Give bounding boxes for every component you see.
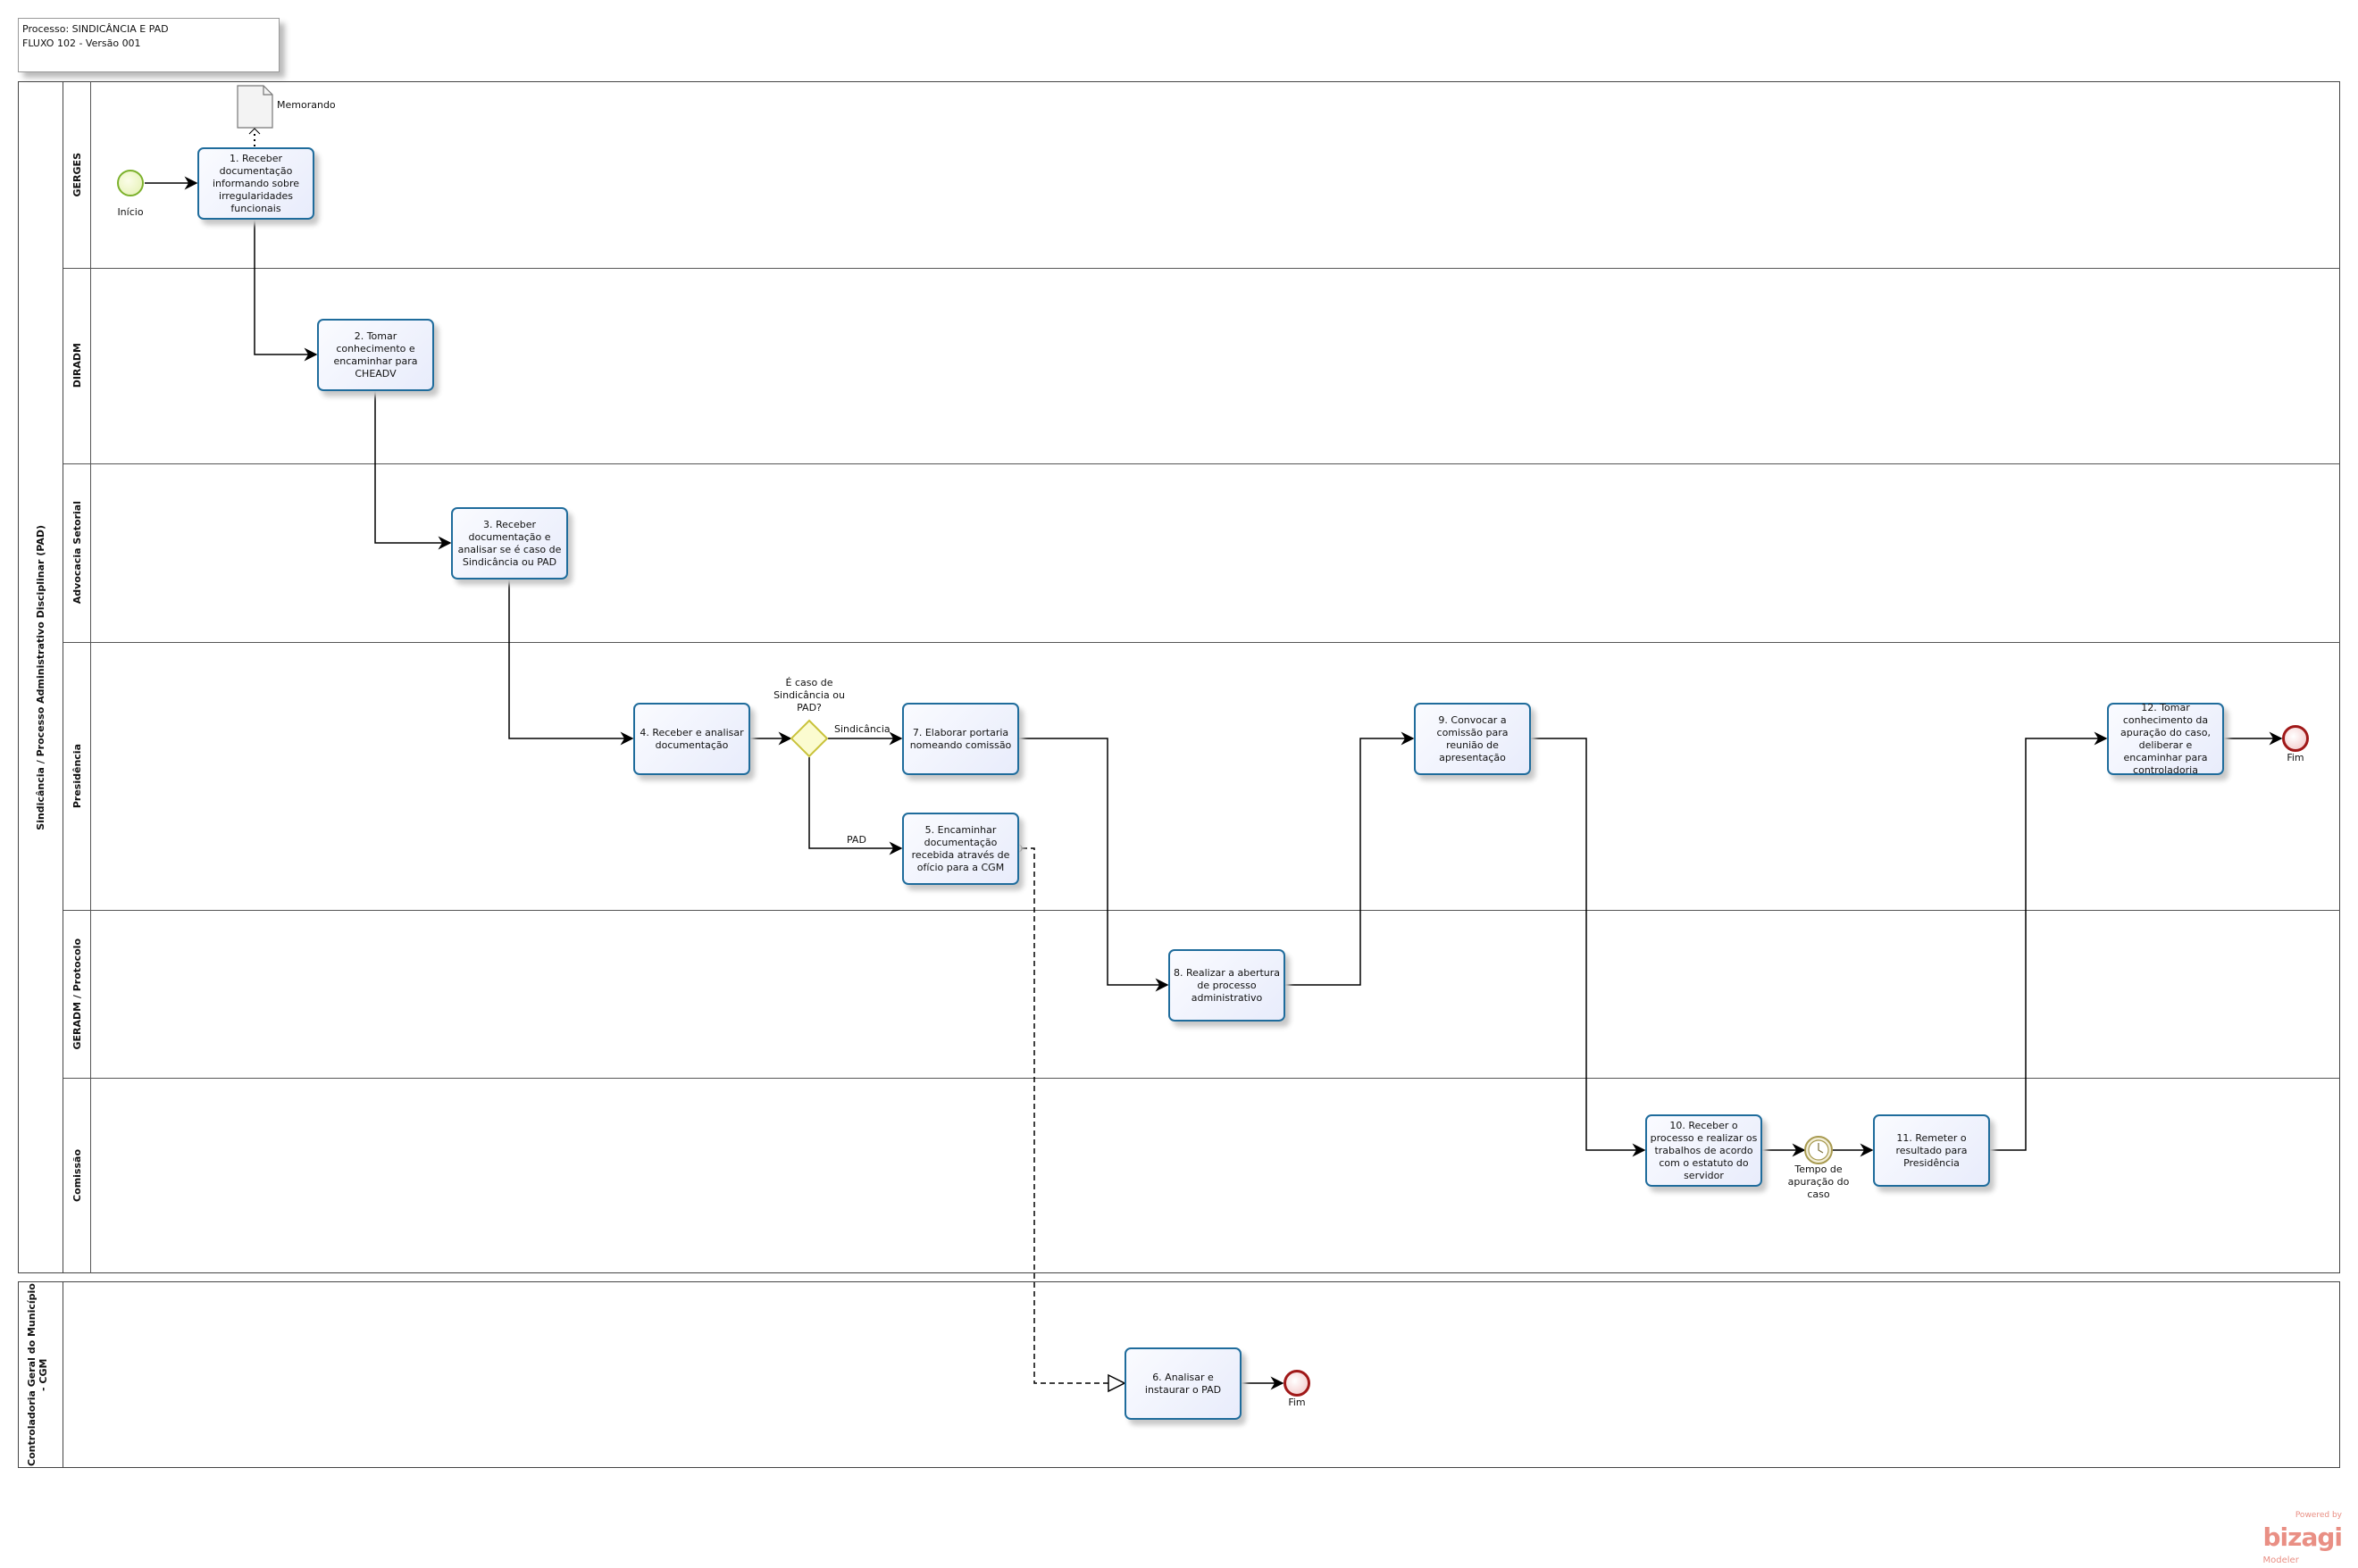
lane-divider: [63, 910, 2340, 911]
message-flow-t5-t6: [1022, 847, 1125, 1383]
pool-label: Sindicância / Processo Administrativo Di…: [18, 81, 63, 1273]
flow-t7-t8: [1018, 738, 1169, 992]
end-event[interactable]: [2282, 725, 2309, 752]
gateway-question: É caso de Sindicância ou PAD?: [773, 677, 845, 713]
flow-gateway-t5: [808, 757, 903, 855]
end-event-label: Fim: [2287, 752, 2304, 763]
gateway-label-pad: PAD: [847, 834, 866, 846]
task-10[interactable]: 10. Receber o processo e realizar os tra…: [1645, 1114, 1762, 1187]
lane-header-divider: [90, 81, 91, 1273]
memorando-label: Memorando: [277, 99, 336, 111]
timer-event-icon: [1804, 1136, 1833, 1164]
task-12[interactable]: 12. Tomar conhecimento da apuração do ca…: [2107, 702, 2224, 776]
process-info-box: Processo: SINDICÂNCIA E PAD FLUXO 102 - …: [18, 18, 280, 72]
flow-t9-t10: [1530, 738, 1646, 1157]
task-3[interactable]: 3. Receber documentação e analisar se é …: [451, 507, 568, 580]
task-4[interactable]: 4. Receber e analisar documentação: [633, 703, 750, 775]
flow-t2-t3: [374, 391, 452, 550]
flow-t8-t9: [1284, 731, 1415, 986]
task-5[interactable]: 5. Encaminhar documentação recebida atra…: [902, 813, 1019, 885]
pool-cgm-label: Controladoria Geral do Município - CGM: [18, 1281, 63, 1468]
end-event-cgm[interactable]: [1284, 1370, 1310, 1397]
timer-event-label: Tempo de apuração do caso: [1787, 1163, 1850, 1200]
exclusive-gateway-icon: [790, 719, 829, 758]
pool-cgm[interactable]: [18, 1281, 2340, 1468]
lane-divider: [63, 642, 2340, 643]
pool-sindicancia[interactable]: [18, 81, 2340, 1273]
task-7[interactable]: 7. Elaborar portaria nomeando comissão: [902, 703, 1019, 775]
task-1[interactable]: 1. Receber documentação informando sobre…: [197, 147, 314, 220]
logo-name: bizagi: [2262, 1522, 2343, 1552]
lane-divider: [63, 1078, 2340, 1079]
process-title: Processo: SINDICÂNCIA E PAD: [22, 23, 169, 35]
task-9[interactable]: 9. Convocar a comissão para reunião de a…: [1414, 703, 1531, 775]
lane-divider: [63, 268, 2340, 269]
task-11[interactable]: 11. Remeter o resultado para Presidência: [1873, 1114, 1990, 1187]
task-2[interactable]: 2. Tomar conhecimento e encaminhar para …: [317, 319, 434, 391]
task-8[interactable]: 8. Realizar a abertura de processo admin…: [1168, 949, 1285, 1022]
start-event-label: Início: [117, 206, 144, 218]
lane-divider: [63, 463, 2340, 464]
memorando-document-icon: [237, 85, 273, 129]
gateway-label-sindicancia: Sindicância: [834, 723, 891, 735]
end-event-cgm-label: Fim: [1288, 1397, 1306, 1408]
task-6[interactable]: 6. Analisar e instaurar o PAD: [1125, 1347, 1242, 1420]
bizagi-logo: Powered by bizagi Modeler: [2262, 1510, 2343, 1566]
start-event[interactable]: [117, 170, 144, 196]
process-version: FLUXO 102 - Versão 001: [22, 38, 141, 49]
flow-t11-t12: [1988, 731, 2108, 1151]
logo-powered: Powered by: [2295, 1511, 2342, 1520]
flow-t1-t2: [254, 220, 318, 362]
logo-product: Modeler: [2262, 1555, 2299, 1565]
flow-t3-t4: [508, 579, 634, 746]
